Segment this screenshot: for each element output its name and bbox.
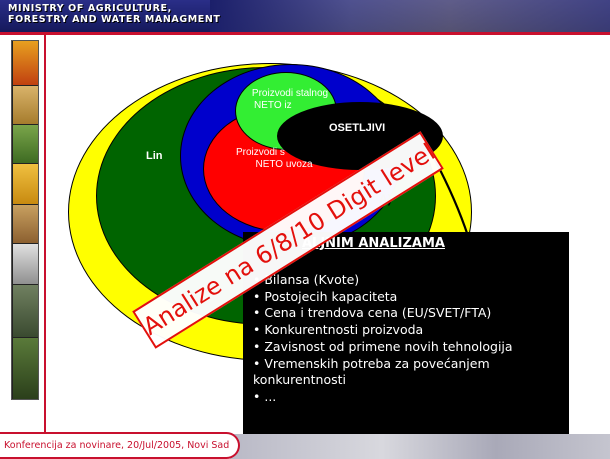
photo-field: [13, 125, 38, 163]
photo-strip: [11, 40, 39, 400]
header-bar: MINISTRY OF AGRICULTURE, FORESTRY AND WA…: [0, 0, 610, 32]
outer-ellipse-label: Lin: [146, 150, 163, 162]
ministry-title-line1: MINISTRY OF AGRICULTURE,: [8, 3, 172, 14]
analysis-item: • ...: [253, 388, 277, 404]
side-divider: [44, 35, 46, 440]
analysis-item: • Vremenskih potreba za povećanjem konku…: [253, 355, 490, 388]
callout-connector-line: [434, 159, 470, 237]
analysis-item: • Cena i trendova cena (EU/SVET/FTA): [253, 305, 492, 321]
photo-grain: [13, 205, 38, 243]
analysis-callout-box: [243, 232, 569, 437]
ministry-title-line2: FORESTRY AND WATER MANAGMENT: [8, 14, 221, 25]
photo-sunflower: [13, 41, 38, 85]
footer-decoration-image: [230, 434, 610, 459]
analysis-list: • Bilansa (Kvote) • Postojecih kapacitet…: [253, 272, 567, 406]
footer-tab: [0, 432, 240, 459]
photo-cattle: [13, 244, 38, 284]
analysis-heading: ALJNIM ANALIZAMA: [302, 236, 445, 251]
analysis-item: • Bilansa (Kvote): [253, 272, 360, 287]
header-divider: [0, 32, 610, 35]
footer-conference-text: Konferencija za novinare, 20/Jul/2005, N…: [4, 440, 230, 451]
net-export-label-line2: NETO iz: [254, 100, 292, 111]
sensitive-products-label: OSETLJIVI: [329, 122, 386, 134]
analysis-item: • Postojecih kapaciteta: [253, 288, 398, 304]
analysis-item: • Zavisnost od primene novih tehnologija: [253, 338, 513, 354]
analysis-item: • Konkurentnosti proizvoda: [253, 322, 424, 338]
header-decoration-image: [210, 0, 610, 32]
photo-farm: [13, 338, 38, 399]
photo-forest: [13, 285, 38, 337]
net-import-label-line2: NETO uvoza: [255, 159, 313, 170]
photo-wheat: [13, 86, 38, 124]
net-export-label-line1: Proizvodi stalnog: [251, 88, 329, 99]
ministry-title: MINISTRY OF AGRICULTURE, FORESTRY AND WA…: [8, 3, 221, 25]
net-import-label-line1: Proizvodi s: [236, 147, 285, 158]
net-export-label: Proizvodi stalnog NETO iz: [238, 88, 342, 112]
photo-corn: [13, 164, 38, 204]
net-import-label: Proizvodi s NETO uvoza: [230, 147, 338, 171]
